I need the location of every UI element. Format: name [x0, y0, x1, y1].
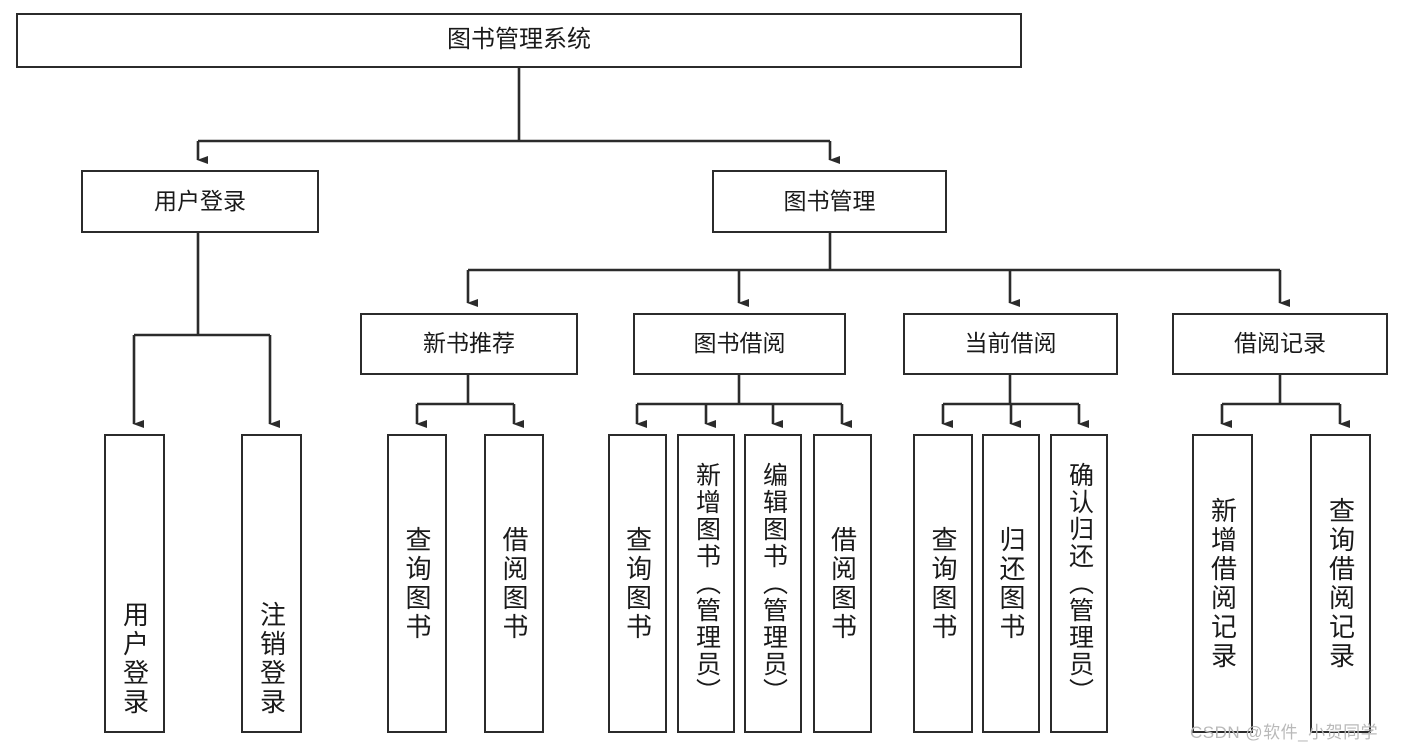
leaf-return-book[interactable]: 归还图书	[982, 434, 1040, 733]
leaf-query-record[interactable]: 查询借阅记录	[1310, 434, 1371, 733]
leaf-logout-login-label: 注销登录	[256, 601, 287, 717]
node-book-manage-label: 图书管理	[783, 187, 876, 214]
leaf-query-book-2[interactable]: 查询图书	[608, 434, 667, 733]
node-new-book-recommend[interactable]: 新书推荐	[360, 313, 578, 375]
node-borrow-record-label: 借阅记录	[1234, 330, 1326, 357]
leaf-borrow-book-2[interactable]: 借阅图书	[813, 434, 872, 733]
node-root-label: 图书管理系统	[447, 26, 591, 54]
node-book-manage[interactable]: 图书管理	[712, 170, 947, 233]
leaf-add-book[interactable]: 新增图书（管理员）	[677, 434, 735, 733]
leaf-add-record[interactable]: 新增借阅记录	[1192, 434, 1253, 733]
leaf-add-record-label: 新增借阅记录	[1207, 496, 1238, 671]
node-new-book-recommend-label: 新书推荐	[423, 330, 515, 357]
leaf-borrow-book-1[interactable]: 借阅图书	[484, 434, 544, 733]
node-book-borrow-label: 图书借阅	[693, 330, 786, 357]
leaf-confirm-return-label: 确认归还（管理员）	[1065, 462, 1094, 705]
leaf-query-book-3[interactable]: 查询图书	[913, 434, 973, 733]
leaf-user-login[interactable]: 用户登录	[104, 434, 165, 733]
node-book-borrow[interactable]: 图书借阅	[633, 313, 846, 375]
node-root[interactable]: 图书管理系统	[16, 13, 1022, 68]
leaf-add-book-label: 新增图书（管理员）	[692, 462, 721, 705]
node-user-login[interactable]: 用户登录	[81, 170, 319, 233]
leaf-borrow-book-1-label: 借阅图书	[499, 525, 529, 642]
leaf-borrow-book-2-label: 借阅图书	[827, 525, 858, 642]
leaf-query-book-2-label: 查询图书	[622, 525, 653, 642]
leaf-logout-login[interactable]: 注销登录	[241, 434, 302, 733]
leaf-query-book-1[interactable]: 查询图书	[387, 434, 447, 733]
leaf-confirm-return[interactable]: 确认归还（管理员）	[1050, 434, 1108, 733]
leaf-return-book-label: 归还图书	[996, 525, 1026, 642]
leaf-query-book-1-label: 查询图书	[402, 525, 432, 642]
watermark-text: CSDN @软件_小贺同学	[1190, 723, 1379, 742]
leaf-user-login-label: 用户登录	[119, 601, 150, 717]
leaf-query-book-3-label: 查询图书	[928, 525, 958, 642]
node-borrow-record[interactable]: 借阅记录	[1172, 313, 1388, 375]
node-current-borrow-label: 当前借阅	[964, 330, 1057, 357]
leaf-edit-book-label: 编辑图书（管理员）	[759, 462, 788, 705]
leaf-edit-book[interactable]: 编辑图书（管理员）	[744, 434, 802, 733]
leaf-query-record-label: 查询借阅记录	[1325, 496, 1356, 671]
node-user-login-label: 用户登录	[154, 187, 246, 214]
node-current-borrow[interactable]: 当前借阅	[903, 313, 1118, 375]
